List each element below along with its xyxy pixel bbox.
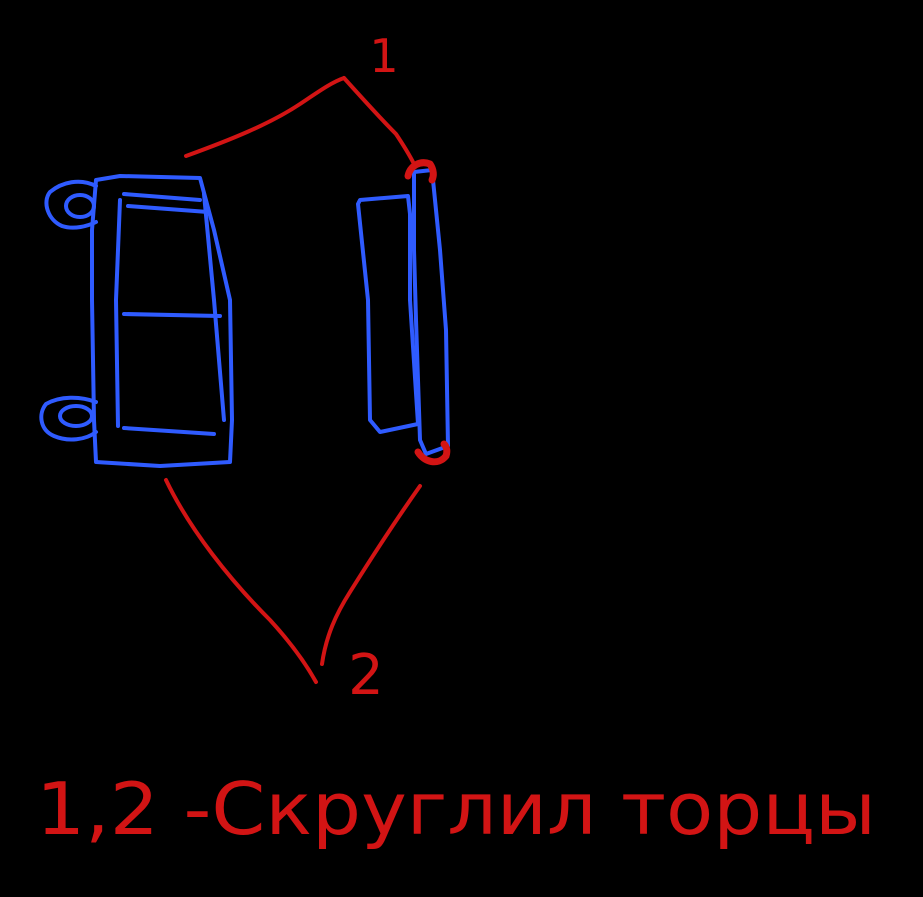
left-part-top-edge-segment <box>126 204 210 214</box>
rounded-end-marker-top <box>404 159 437 184</box>
rounded-end-marker-bottom <box>414 440 451 466</box>
right-part-plate <box>412 168 450 456</box>
left-part-top-lug-hole <box>64 193 96 219</box>
left-part-bottom-lug <box>39 395 98 442</box>
leader-line-1-right <box>342 76 416 166</box>
annotation-leader-lines <box>164 76 451 684</box>
marker-label-2: 2 <box>348 643 384 708</box>
left-part-inner-line-top <box>122 192 202 202</box>
left-part-inner-line-bottom <box>122 426 216 436</box>
left-part-front-view <box>39 174 234 468</box>
leader-line-1-left <box>184 76 346 158</box>
leader-line-2-right <box>320 484 422 666</box>
left-part-bottom-lug-hole <box>58 404 94 428</box>
left-part-top-lug <box>44 179 98 230</box>
left-part-outer-body <box>90 174 234 468</box>
marker-label-1: 1 <box>369 29 398 83</box>
left-part-inner-line-right <box>202 192 226 422</box>
leader-line-2-left <box>164 478 318 684</box>
left-part-inner-line-left <box>114 198 122 428</box>
left-part-inner-line-mid <box>122 312 222 318</box>
right-part-side-view <box>356 168 450 456</box>
caption-text: 1,2 -Скруглил торцы <box>36 767 876 851</box>
right-part-pad <box>356 194 420 434</box>
